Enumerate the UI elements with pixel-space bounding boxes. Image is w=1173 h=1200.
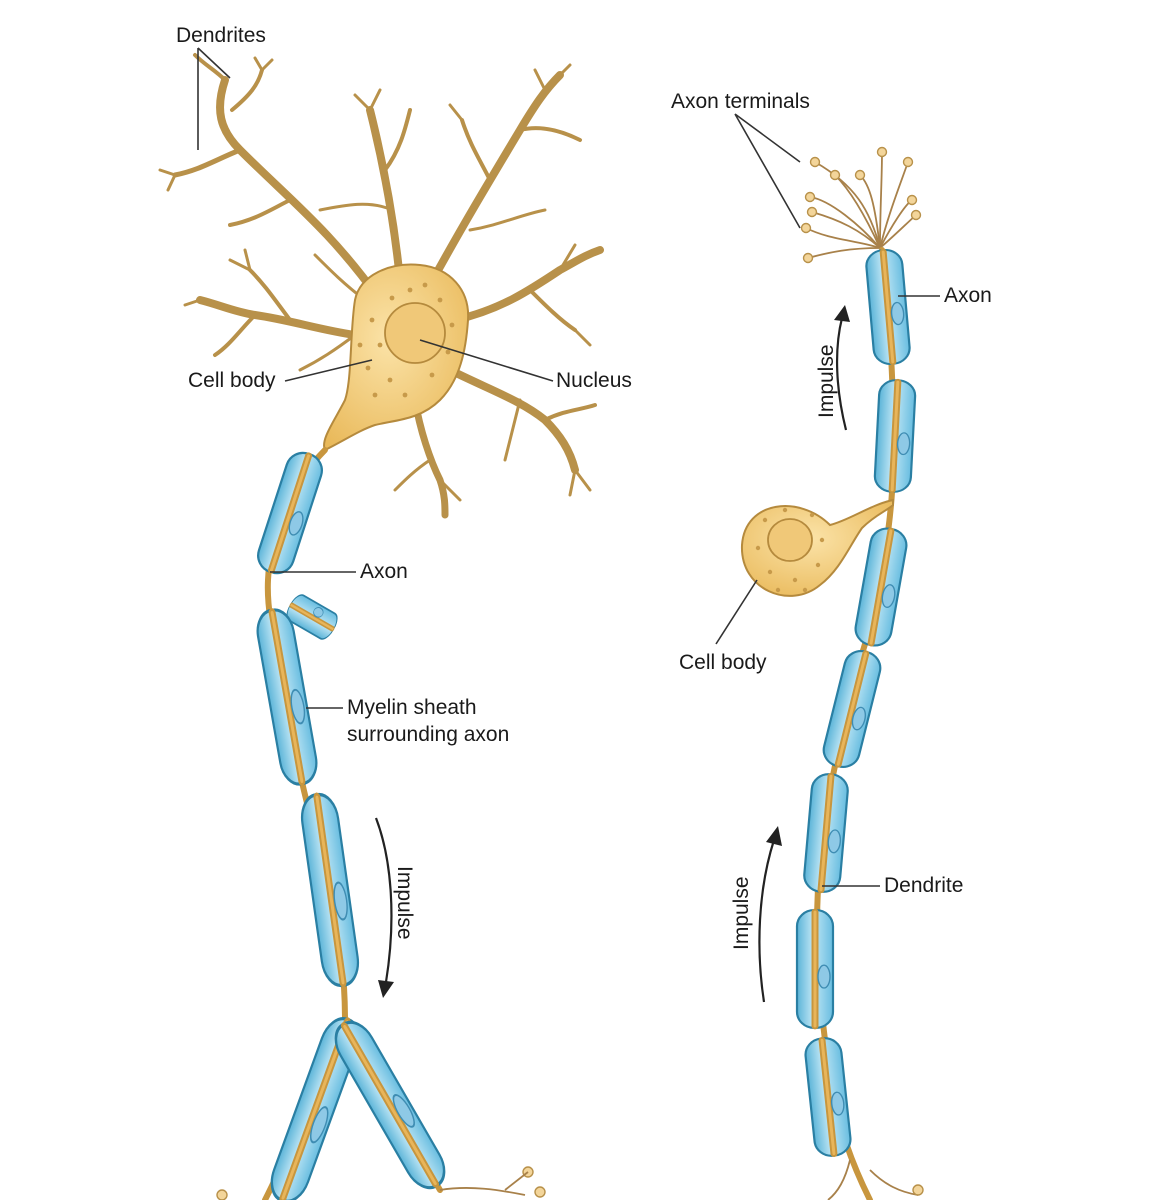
sensory-axon-label: Axon bbox=[944, 284, 992, 307]
sensory-axon-terminals bbox=[800, 146, 922, 264]
motor-nucleus bbox=[384, 302, 446, 364]
motor-myelin-label-line1: Myelin sheath bbox=[347, 696, 477, 719]
sensory-impulse-lower-arrowhead bbox=[766, 826, 782, 846]
motor-cell-body-leader bbox=[284, 359, 373, 382]
motor-dendrites-leader bbox=[197, 47, 231, 150]
sensory-axon-terminals-label: Axon terminals bbox=[671, 90, 810, 113]
motor-myelin-sheath bbox=[254, 448, 361, 987]
motor-neuron: Dendrites Cell body Nucleus Axon Myelin … bbox=[158, 24, 632, 1200]
sensory-axon-terminals-leader bbox=[734, 113, 801, 229]
motor-cell-body-label: Cell body bbox=[188, 369, 276, 392]
sensory-impulse-upper-label: Impulse bbox=[815, 344, 838, 418]
sensory-impulse-lower-arrow bbox=[758, 839, 776, 1003]
motor-axon-branches bbox=[216, 1014, 546, 1200]
sensory-impulse-lower-label: Impulse bbox=[730, 876, 753, 950]
sensory-dendrite-branches bbox=[827, 1159, 924, 1200]
motor-nucleus-leader bbox=[419, 339, 554, 382]
motor-dendrites-label: Dendrites bbox=[176, 24, 266, 47]
sensory-impulse-upper-arrowhead bbox=[834, 305, 850, 322]
motor-impulse-arrowhead bbox=[378, 980, 394, 998]
sensory-impulse-upper-arrow bbox=[836, 317, 848, 431]
sensory-neuron: Axon terminals Axon Impulse Cell body De… bbox=[671, 90, 992, 1200]
sensory-cell-body-label: Cell body bbox=[679, 651, 767, 674]
motor-impulse-label: Impulse bbox=[393, 866, 416, 940]
motor-dendrite-tree bbox=[158, 53, 604, 519]
motor-impulse-arrow bbox=[374, 817, 393, 983]
motor-myelin-label-line2: surrounding axon bbox=[347, 723, 509, 746]
motor-nucleus-label: Nucleus bbox=[556, 369, 632, 392]
sensory-cell-body bbox=[740, 498, 894, 597]
sensory-cell-body-leader bbox=[715, 579, 758, 645]
motor-granules bbox=[357, 282, 455, 398]
sensory-dendrite-label: Dendrite bbox=[884, 874, 963, 897]
motor-axon-label: Axon bbox=[360, 560, 408, 583]
